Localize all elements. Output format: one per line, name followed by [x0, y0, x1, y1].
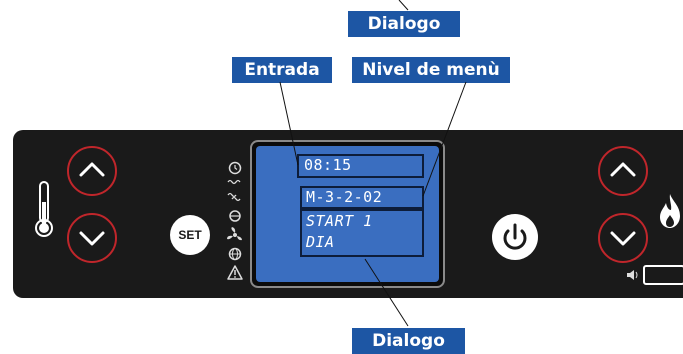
set-label: SET — [178, 228, 202, 242]
thermometer-icon — [33, 180, 55, 240]
set-button[interactable]: SET — [170, 215, 210, 255]
menu-level-box — [300, 186, 424, 209]
time-display: 08:15 — [304, 156, 352, 174]
menu-level-display: M-3-2-02 — [306, 188, 383, 206]
dialog-box — [300, 209, 424, 257]
status-icon-column — [226, 160, 244, 285]
flame-icon — [657, 193, 683, 229]
left-up-button[interactable] — [67, 146, 117, 196]
indicator-bar — [643, 265, 683, 285]
dialog-line-1: START 1 — [306, 212, 373, 230]
airflow-icon — [227, 192, 241, 202]
pump-icon — [229, 210, 241, 222]
chevron-down-icon — [610, 231, 636, 246]
chevron-up-icon — [79, 162, 105, 177]
speaker-icon — [626, 269, 640, 281]
right-up-button[interactable] — [598, 146, 648, 196]
dialogo-top-callout: Dialogo — [348, 11, 460, 37]
clock-icon — [228, 161, 242, 175]
dialog-line-2: DIA — [306, 233, 335, 251]
fan-icon — [227, 227, 242, 241]
globe-icon — [228, 247, 242, 261]
chevron-up-icon — [610, 162, 636, 177]
warning-icon — [227, 265, 243, 280]
power-button[interactable] — [492, 214, 538, 260]
dialogo-bottom-callout: Dialogo — [352, 328, 465, 354]
lcd-screen — [256, 146, 439, 282]
entrada-callout: Entrada — [232, 57, 332, 83]
heat-wave-icon — [227, 179, 241, 185]
power-icon — [503, 223, 527, 250]
chevron-down-icon — [79, 231, 105, 246]
right-down-button[interactable] — [598, 213, 648, 263]
nivel-de-menu-callout: Nivel de menù — [352, 57, 510, 83]
left-down-button[interactable] — [67, 213, 117, 263]
